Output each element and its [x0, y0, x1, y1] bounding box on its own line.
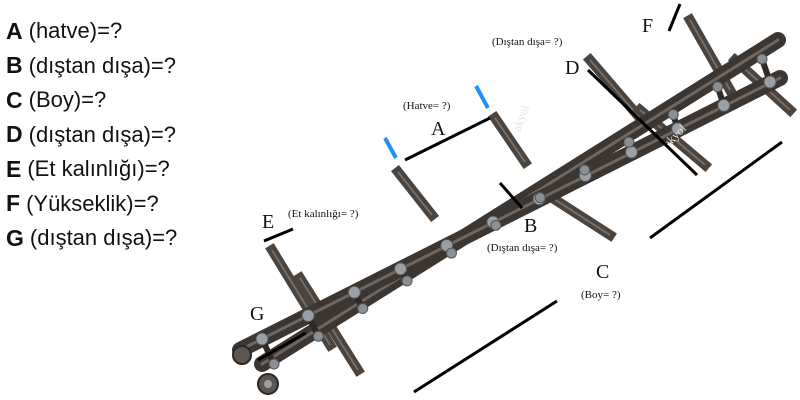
- attachment-plate: [390, 164, 440, 223]
- note-b: (Dıştan dışa= ?): [487, 242, 558, 254]
- legend-row-d: D(dıştan dışa)=?: [6, 118, 306, 153]
- pin-assembly: [394, 262, 413, 287]
- legend-text: (dıştan dışa)=?: [28, 52, 176, 78]
- label-e: E: [262, 211, 274, 233]
- note-a: (Hatve= ?): [403, 100, 451, 112]
- attachment-plate: [488, 111, 532, 169]
- note-c: (Boy= ?): [581, 289, 621, 301]
- measure-line-g: [257, 331, 307, 362]
- legend-key: G: [6, 224, 24, 251]
- measure-line-c-upper: [649, 140, 783, 240]
- pin-assembly: [255, 332, 280, 370]
- pitch-marker-left: [383, 137, 398, 159]
- label-a: A: [431, 118, 446, 140]
- measure-line-e: [263, 227, 294, 243]
- question-legend: A(hatve)=? B(dıştan dışa)=? C(Boy)=? D(d…: [6, 14, 306, 256]
- measure-lines: [257, 3, 783, 394]
- measure-line-f: [667, 3, 682, 32]
- legend-row-e: E(Et kalınlığı)=?: [6, 152, 306, 187]
- legend-row-b: B(dıştan dışa)=?: [6, 49, 306, 84]
- legend-key: D: [6, 121, 23, 148]
- legend-row-g: G(dıştan dışa)=?: [6, 221, 306, 256]
- chain-end-link: [232, 345, 279, 395]
- label-b: B: [524, 215, 537, 237]
- legend-key: B: [6, 52, 23, 79]
- label-c: C: [596, 261, 609, 283]
- pin-assembly: [347, 285, 369, 315]
- pin-assembly: [623, 136, 638, 159]
- pin-assembly: [301, 309, 324, 342]
- legend-key: E: [6, 155, 22, 182]
- pin-assembly: [712, 81, 731, 112]
- note-e: (Et kalınlığı= ?): [288, 208, 359, 220]
- measure-line-a: [404, 116, 491, 162]
- measure-line-c-lower: [413, 299, 558, 394]
- measure-line-b: [498, 182, 524, 209]
- legend-text: (hatve)=?: [28, 18, 123, 44]
- pin-assembly: [578, 164, 592, 182]
- label-f: F: [642, 15, 653, 37]
- brand-mark-1: akyol: [510, 103, 533, 133]
- pin-assembly: [440, 239, 457, 259]
- label-d: D: [565, 57, 579, 79]
- legend-text: (Boy)=?: [28, 87, 107, 113]
- legend-key: C: [6, 86, 23, 113]
- chain-pins: [255, 53, 777, 370]
- pin-assembly: [756, 53, 777, 89]
- legend-row-a: A(hatve)=?: [6, 14, 306, 49]
- attachment-plate: [582, 52, 648, 126]
- legend-key: F: [6, 190, 21, 217]
- label-g: G: [250, 303, 264, 325]
- note-d: (Dıştan dışa= ?): [492, 36, 563, 48]
- legend-text: (Et kalınlığı)=?: [27, 156, 170, 182]
- legend-text: (Yükseklik)=?: [26, 190, 159, 216]
- pitch-marker-right: [474, 85, 490, 109]
- legend-key: A: [6, 17, 23, 44]
- pin-assembly: [486, 215, 502, 231]
- pin-assembly: [532, 192, 546, 206]
- chain-front-strand: [232, 70, 788, 358]
- legend-row-c: C(Boy)=?: [6, 83, 306, 118]
- legend-row-f: F(Yükseklik)=?: [6, 187, 306, 222]
- legend-text: (dıştan dışa)=?: [29, 225, 178, 251]
- legend-text: (dıştan dışa)=?: [28, 121, 176, 147]
- pin-assembly: [667, 108, 685, 136]
- measure-line-d: [586, 68, 699, 177]
